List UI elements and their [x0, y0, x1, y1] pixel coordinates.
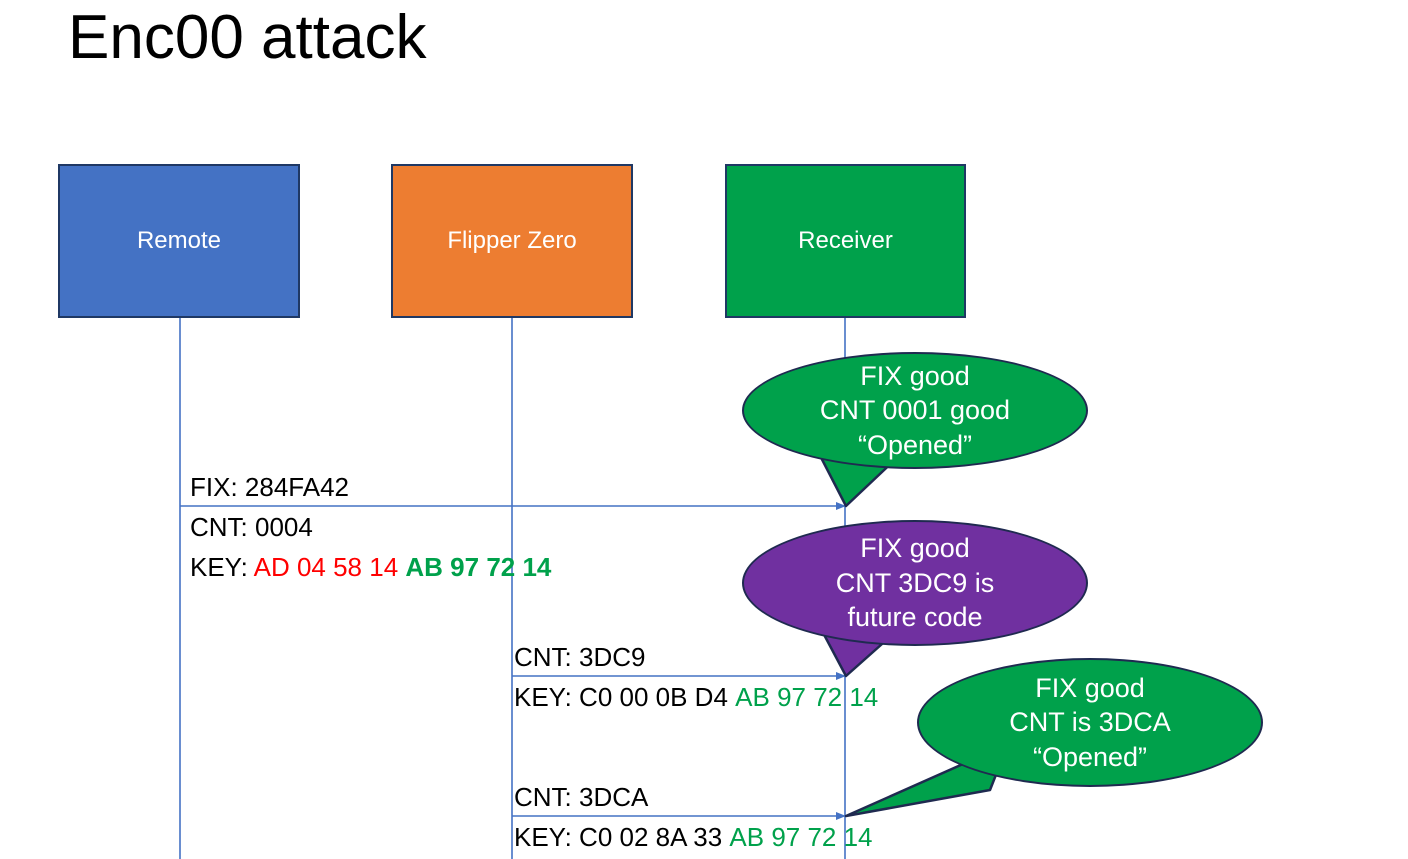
actor-box-flipper: Flipper Zero — [391, 164, 633, 318]
actor-label-remote: Remote — [136, 227, 222, 254]
message-3-key-shared: AB 97 72 14 — [729, 822, 873, 852]
bubble-3-line-3: “Opened” — [1032, 741, 1148, 772]
message-3-key: KEY: C0 02 8A 33 AB 97 72 14 — [514, 822, 873, 853]
bubble-1-line-1: FIX good — [860, 360, 970, 391]
message-1-key: KEY: AD 04 58 14 AB 97 72 14 — [190, 552, 552, 583]
message-2-key-old: C0 00 0B D4 — [579, 682, 728, 712]
message-2-key-shared: AB 97 72 14 — [735, 682, 879, 712]
message-1-key-old: AD 04 58 14 — [253, 552, 399, 582]
bubble-3-line-1: FIX good — [1035, 672, 1145, 703]
bubble-1-line-3: “Opened” — [857, 429, 973, 460]
message-3-key-prefix: KEY: — [514, 822, 580, 852]
actor-box-remote: Remote — [58, 164, 300, 318]
actor-label-flipper: Flipper Zero — [447, 227, 577, 254]
bubble-3-line-2: CNT is 3DCA — [1009, 707, 1171, 738]
message-1-key-prefix: KEY: — [190, 552, 254, 582]
message-3-cnt: CNT: 3DCA — [514, 782, 649, 812]
speech-bubble-receiver-2: FIX good CNT 3DC9 is future code — [742, 520, 1088, 646]
message-2-key-prefix: KEY: — [514, 682, 580, 712]
message-3-key-old: C0 02 8A 33 — [579, 822, 723, 852]
actor-box-receiver: Receiver — [725, 164, 966, 318]
message-2-key: KEY: C0 00 0B D4 AB 97 72 14 — [514, 682, 879, 713]
message-1-fix: FIX: 284FA42 — [190, 472, 349, 502]
actor-label-receiver: Receiver — [798, 227, 893, 254]
message-1-key-shared: AB 97 72 14 — [405, 552, 552, 582]
bubble-2-line-1: FIX good — [860, 533, 970, 564]
bubble-2-line-2: CNT 3DC9 is — [835, 567, 995, 598]
speech-bubble-receiver-1: FIX good CNT 0001 good “Opened” — [742, 352, 1088, 469]
page-title: Enc00 attack — [68, 3, 427, 72]
message-1-cnt: CNT: 0004 — [190, 512, 313, 542]
message-2-cnt: CNT: 3DC9 — [514, 642, 646, 672]
bubble-1-line-2: CNT 0001 good — [819, 395, 1011, 426]
speech-bubble-receiver-3: FIX good CNT is 3DCA “Opened” — [917, 658, 1263, 787]
bubble-2-line-3: future code — [847, 602, 983, 633]
